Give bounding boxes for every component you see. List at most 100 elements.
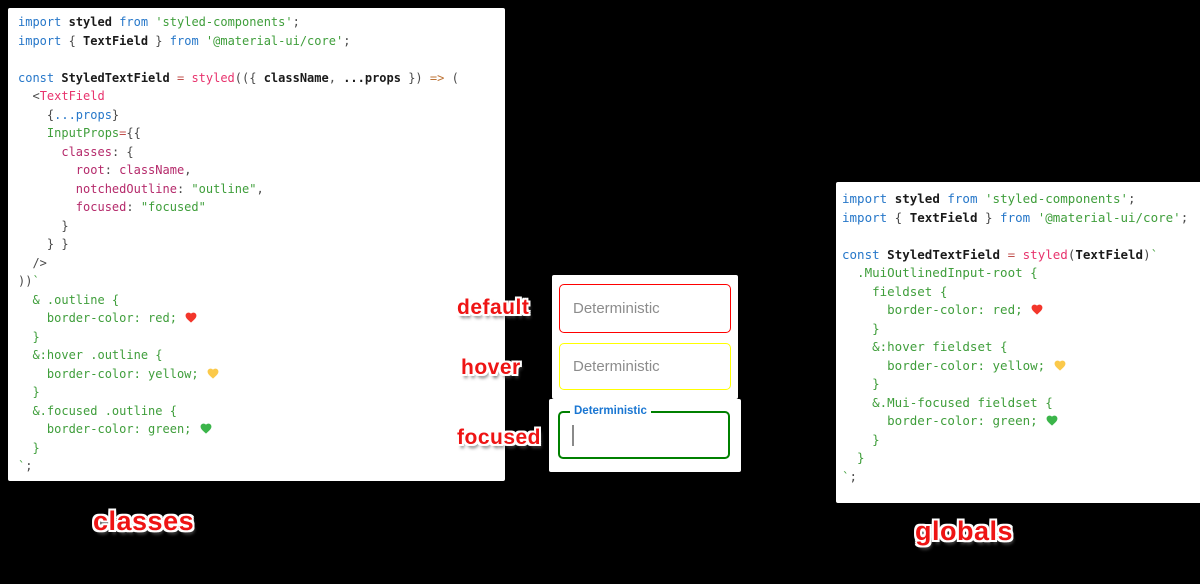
code-token: from [119,15,149,29]
code-token: }) [400,70,430,85]
code-token: import [842,191,888,206]
code-token: import [18,33,62,48]
green-heart-icon [199,422,213,441]
code-token [1000,247,1008,262]
code-token: , [256,181,264,196]
code-line: classes: { [18,143,505,162]
code-token: ...props [343,70,401,85]
code-line: border-color: yellow; [18,365,505,384]
code-token: focused [75,200,127,214]
code-token: &:hover fieldset { [842,339,1008,354]
code-line: } [842,449,1200,468]
code-token: } [18,218,69,233]
textfield-focused-label: Deterministic [570,404,651,418]
code-token: StyledTextField [887,246,1001,262]
annotation-default: default [457,296,530,319]
code-line: } [842,375,1200,394]
code-line: `; [842,468,1200,487]
code-token: } [842,450,865,465]
code-token: : { [111,144,134,159]
green-heart-icon [1045,414,1059,433]
code-token [170,71,177,85]
code-token: border-color: red; [842,302,1031,317]
code-token: from [1000,209,1031,225]
code-line: &:hover fieldset { [842,338,1200,357]
code-token: const [18,70,55,85]
code-token: ; [1180,209,1189,225]
code-line: } [842,431,1200,450]
code-line: &.focused .outline { [18,402,505,421]
code-line: {...props} [18,106,505,125]
code-token: = [1007,246,1016,262]
code-token: import [842,209,888,225]
code-token: } [18,385,40,399]
code-token: fieldset { [842,283,948,299]
code-line: /> [18,254,505,273]
code-line: focused: "focused" [18,198,505,217]
code-token: } [842,431,880,447]
code-token: ` [842,468,850,484]
code-token: { [18,107,55,122]
code-line: fieldset { [842,283,1200,302]
yellow-heart-icon [1053,359,1067,378]
code-line: } [18,439,505,458]
textfield-default-input[interactable] [560,285,743,332]
textfield-hover[interactable] [559,343,743,390]
code-token: border-color: green; [18,422,199,436]
code-token: StyledTextField [61,70,170,85]
code-token: } [111,107,120,122]
code-token: InputProps [46,126,120,140]
code-line: border-color: yellow; [842,357,1200,376]
code-token: from [947,191,978,206]
code-token: classes [61,144,112,159]
textfield-hover-input[interactable] [560,344,743,389]
code-line: } [18,217,505,236]
code-token: ) [1143,246,1151,262]
code-token: TextField [39,89,105,103]
code-token: '@material-ui/core' [205,33,344,48]
code-token [1030,210,1038,225]
code-line: ))` [18,272,505,291]
code-token: => [429,70,445,85]
code-token: /> [18,255,47,270]
code-line: border-color: red; [18,309,505,328]
code-token: import [18,15,62,29]
code-token: ; [1128,191,1136,206]
code-line [842,227,1200,246]
code-token: } [18,329,40,344]
code-token: ( [1067,246,1076,262]
code-line: border-color: green; [842,412,1200,431]
code-token: { [887,209,910,225]
code-token: ( [444,70,459,85]
code-token: ; [25,459,33,473]
textfield-focused[interactable]: Deterministic [558,404,730,459]
code-line: } } [18,235,505,254]
code-token: .MuiOutlinedInput-root { [842,265,1038,280]
code-token: ` [32,274,40,288]
code-token: border-color: yellow; [18,366,206,381]
code-line: import { TextField } from '@material-ui/… [18,32,505,51]
code-token: className [119,163,185,177]
code-line: .MuiOutlinedInput-root { [842,264,1200,283]
code-line [18,50,505,69]
code-token: } [148,33,170,48]
text-caret [572,425,574,446]
code-token: )) [18,274,33,288]
code-token: (({ [234,70,264,85]
code-token: & .outline { [18,292,120,307]
code-token: } [842,320,880,336]
code-token: notchedOutline [75,181,177,196]
code-token: from [169,33,199,48]
code-token: ; [343,33,351,48]
code-token [18,200,76,214]
code-token: border-color: red; [18,311,185,325]
code-line: border-color: green; [18,420,505,439]
code-token: const [842,246,880,262]
code-line: } [18,328,505,347]
code-token: styled [1022,246,1068,262]
code-line: import styled from 'styled-components'; [18,13,505,32]
code-line: } [842,320,1200,339]
textfield-default[interactable] [559,284,743,333]
code-token: ` [1150,246,1159,262]
